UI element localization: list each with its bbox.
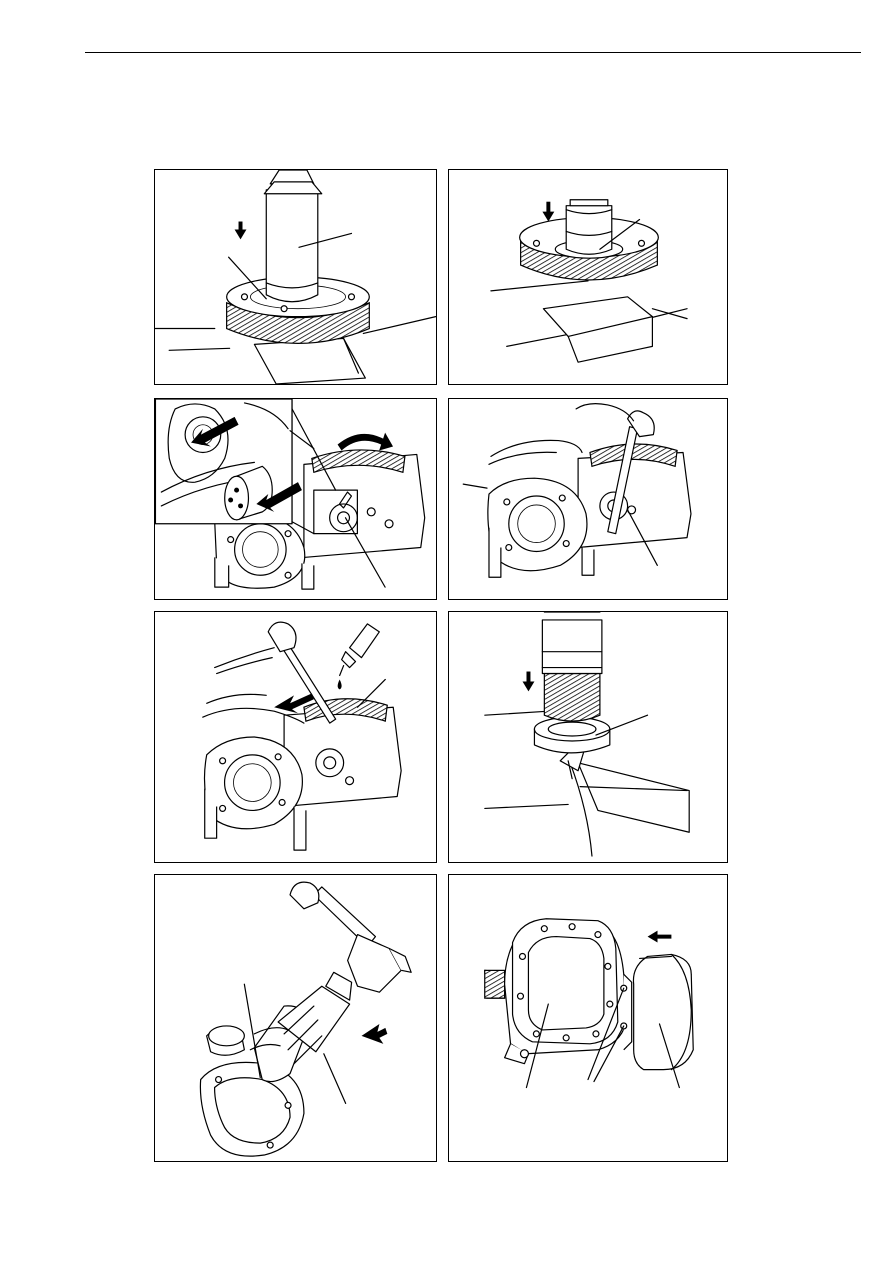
figure-2-press-bushing	[448, 169, 728, 385]
figure-7-drive-seal	[154, 874, 437, 1162]
figure-3-install-gear	[154, 398, 437, 600]
figure-1-press-shaft	[154, 169, 437, 385]
figure-8-fit-cover	[448, 874, 728, 1162]
figure-5-thread-locker	[154, 611, 437, 863]
figure-4-tighten	[448, 398, 728, 600]
header-rule	[85, 52, 861, 53]
figure-6-press-bearing	[448, 611, 728, 863]
